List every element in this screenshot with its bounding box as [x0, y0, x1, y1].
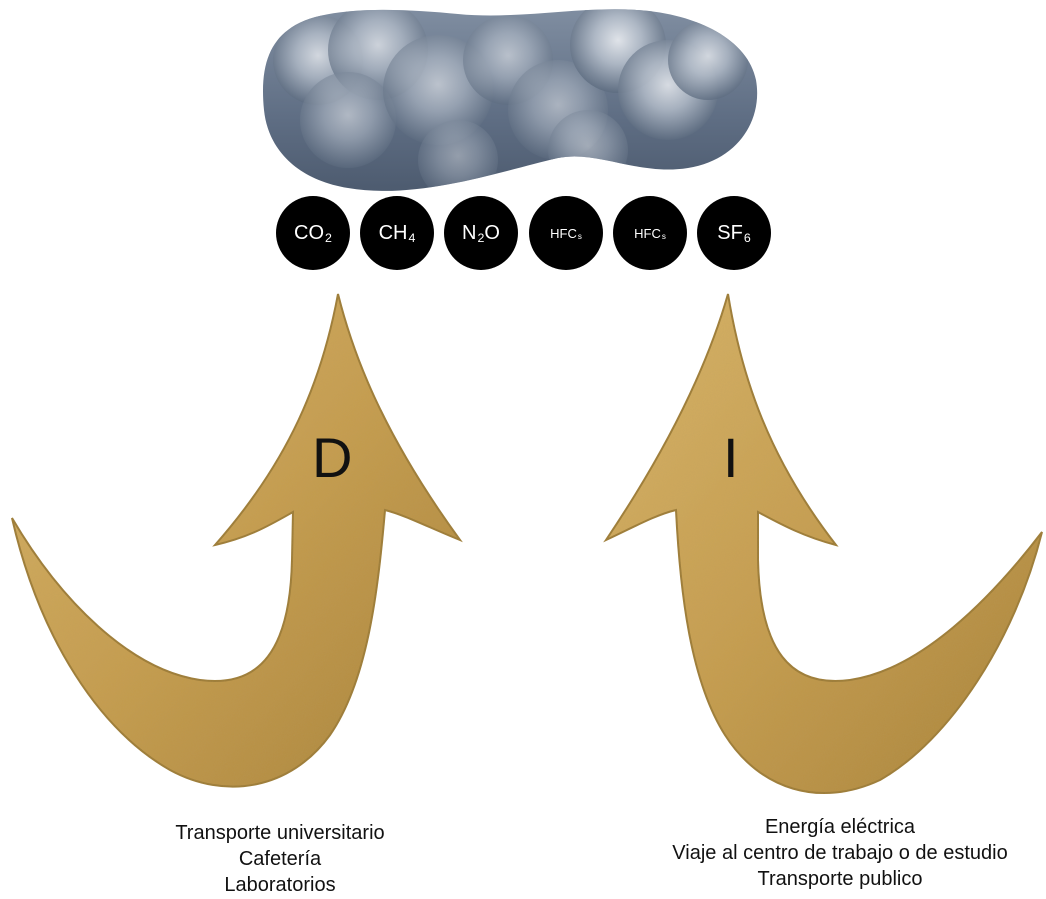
direct-source-item: Transporte universitario: [110, 820, 450, 846]
indirect-source-item: Viaje al centro de trabajo o de estudio: [640, 840, 1040, 866]
indirect-source-item: Energía eléctrica: [640, 814, 1040, 840]
direct-source-item: Cafetería: [110, 846, 450, 872]
indirect-sources-list: Energía eléctrica Viaje al centro de tra…: [640, 814, 1040, 892]
left-arrow-label: D: [312, 430, 352, 486]
right-arrow: [606, 294, 1042, 793]
indirect-source-item: Transporte publico: [640, 866, 1040, 892]
direct-sources-list: Transporte universitario Cafetería Labor…: [110, 820, 450, 898]
right-arrow-label: I: [723, 430, 739, 486]
direct-source-item: Laboratorios: [110, 872, 450, 898]
left-arrow: [12, 294, 460, 787]
